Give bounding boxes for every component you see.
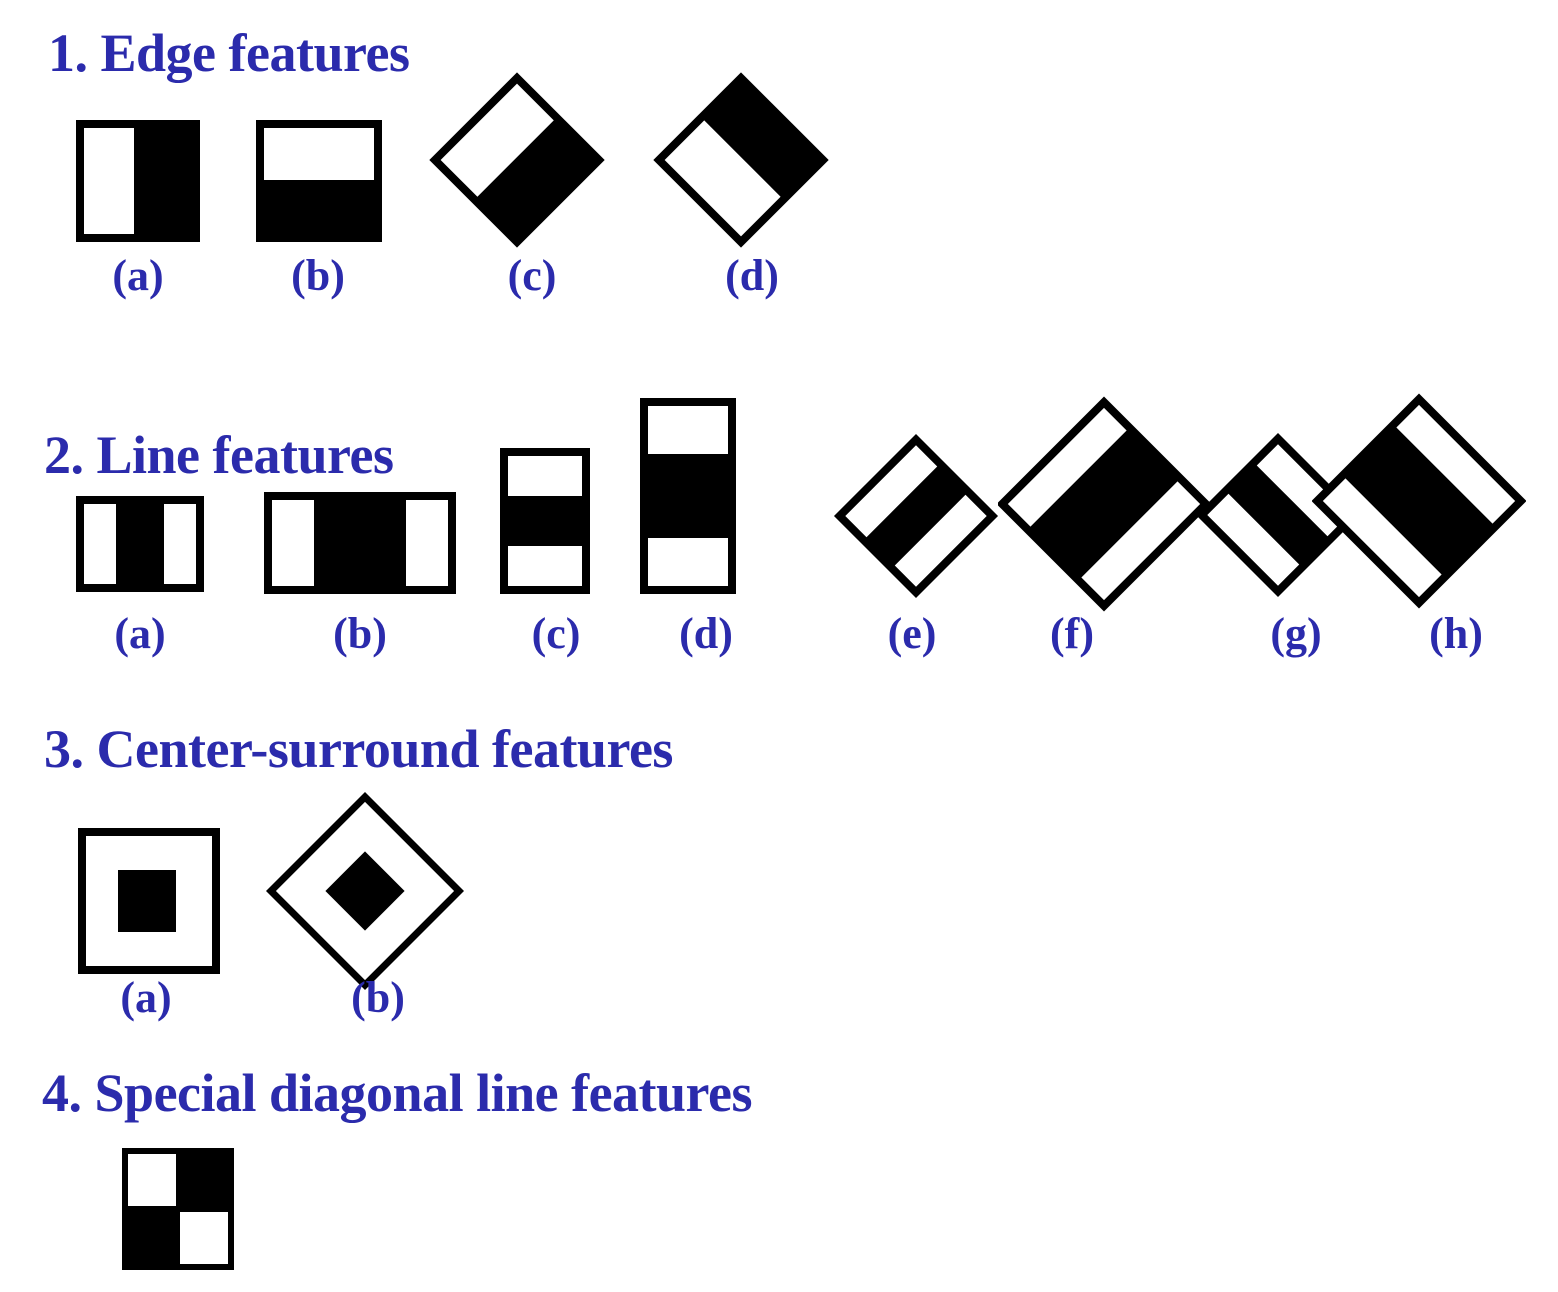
caption-1d: (d) <box>725 251 779 300</box>
section-title-edge-features: 1. Edge features <box>48 23 410 83</box>
haar-edge-horizontal-2rect-icon <box>256 120 382 242</box>
section-title-special-diagonal-line-features: 4. Special diagonal line features <box>42 1063 753 1123</box>
caption-2g: (g) <box>1270 609 1322 658</box>
haar-line-antidiagonal-3rect-widecenter-icon <box>1312 392 1526 610</box>
caption-1c: (c) <box>507 251 557 300</box>
caption-2c: (c) <box>531 609 581 658</box>
haar-center-surround-square-icon <box>78 828 220 974</box>
caption-1a: (a) <box>112 251 164 300</box>
caption-2f: (f) <box>1050 609 1094 658</box>
haar-line-horizontal-3rect-equal-icon <box>500 448 590 594</box>
section-title-center-surround-features: 3. Center-surround features <box>44 719 673 779</box>
haar-line-vertical-3rect-widecenter-icon <box>264 492 456 594</box>
haar-checkerboard-2x2-icon <box>122 1148 234 1270</box>
caption-3b: (b) <box>351 973 405 1022</box>
haar-line-diagonal-3rect-equal-icon <box>832 424 1000 608</box>
haar-edge-diagonal-2rect-icon <box>428 70 606 250</box>
caption-2e: (e) <box>887 609 937 658</box>
haar-edge-antidiagonal-2rect-icon <box>652 70 830 250</box>
caption-3a: (a) <box>120 973 172 1022</box>
caption-2d: (d) <box>679 609 733 658</box>
haar-center-surround-diamond-icon <box>262 788 468 994</box>
caption-2a: (a) <box>114 609 166 658</box>
haar-edge-vertical-2rect-icon <box>76 120 200 242</box>
haar-line-horizontal-3rect-widecenter-icon <box>640 398 736 594</box>
caption-1b: (b) <box>291 251 345 300</box>
section-title-line-features: 2. Line features <box>44 425 394 485</box>
caption-2b: (b) <box>333 609 387 658</box>
haar-line-vertical-3rect-equal-icon <box>76 496 204 592</box>
caption-2h: (h) <box>1429 609 1483 658</box>
haar-line-diagonal-3rect-widecenter-icon <box>998 396 1210 612</box>
